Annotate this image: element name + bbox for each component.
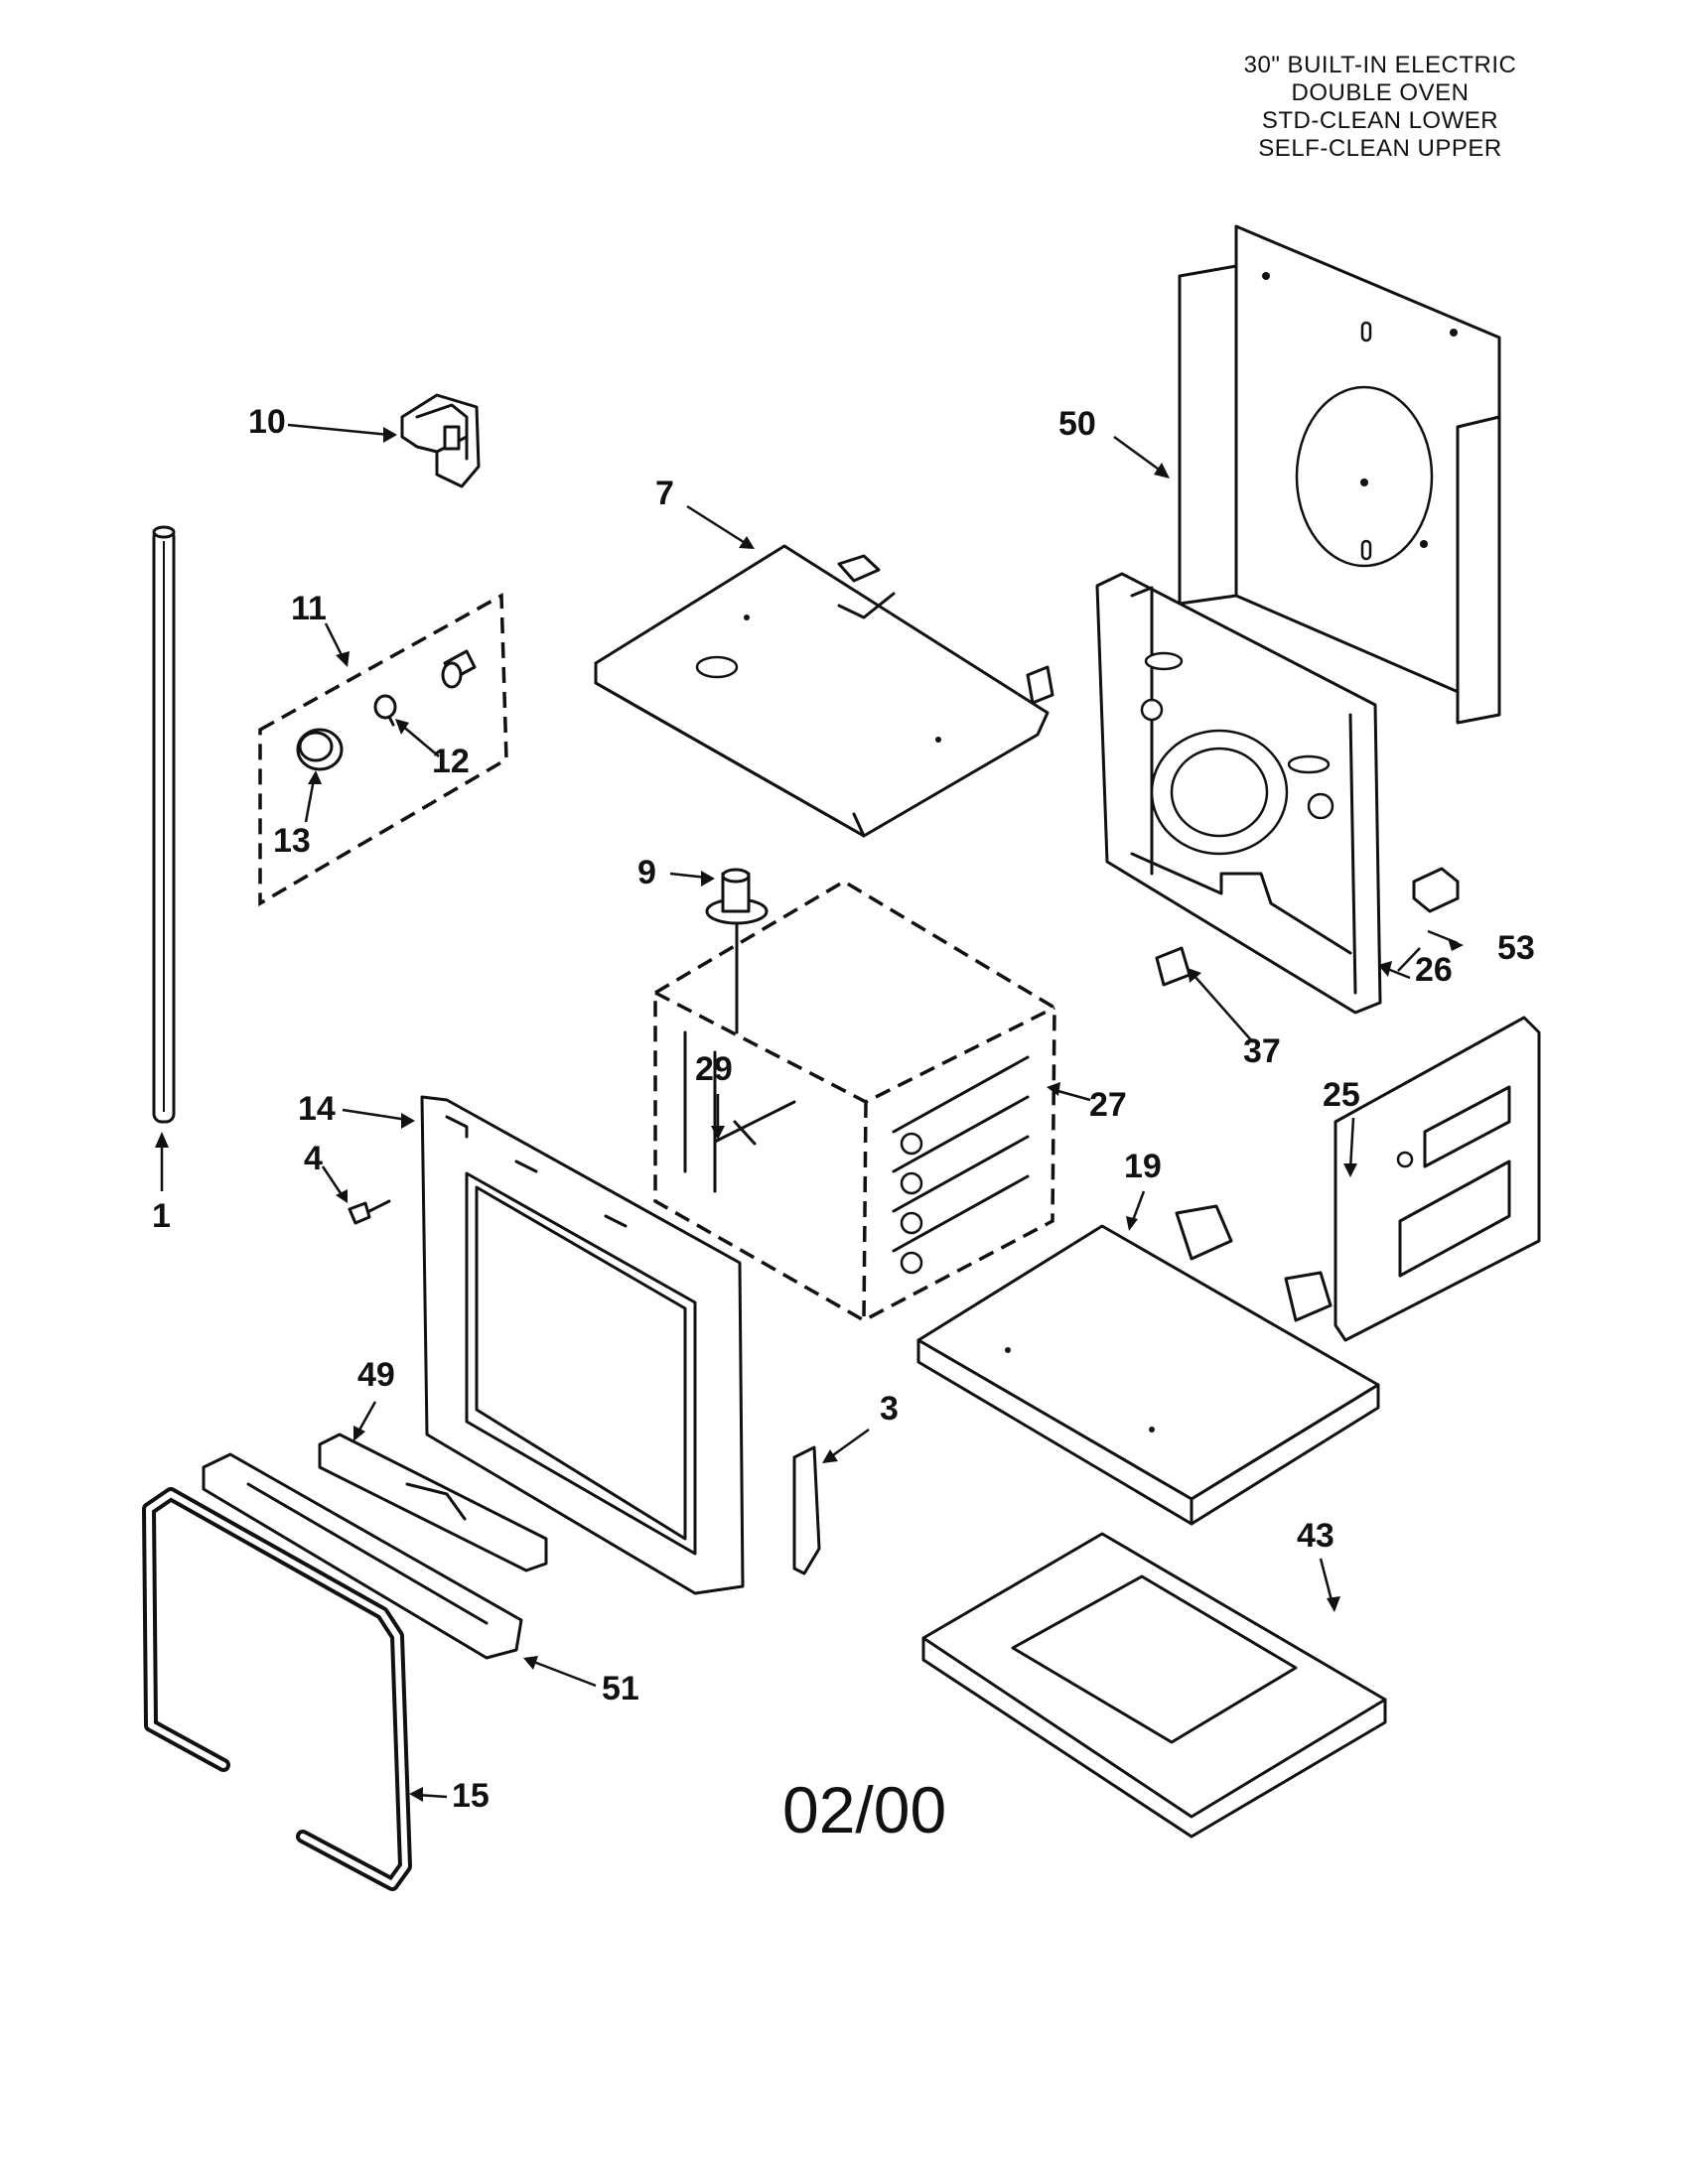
part-12-bulb xyxy=(373,694,397,727)
part-26-rear-frame xyxy=(1095,572,1382,1015)
part-label-12: 12 xyxy=(432,743,470,780)
part-53-clip xyxy=(1412,867,1460,913)
part-label-3: 3 xyxy=(880,1390,899,1428)
title-line-3: STD-CLEAN LOWER xyxy=(1261,107,1499,134)
part-label-1: 1 xyxy=(152,1197,171,1235)
part-1-rod xyxy=(152,525,176,1124)
part-label-43: 43 xyxy=(1297,1517,1334,1555)
part-label-9: 9 xyxy=(637,854,656,891)
part-10-bracket xyxy=(400,393,481,488)
part-label-50: 50 xyxy=(1058,405,1096,443)
part-label-25: 25 xyxy=(1323,1076,1360,1114)
part-15-gasket xyxy=(142,1487,412,1891)
part-19-shelf xyxy=(916,1204,1380,1526)
part-label-51: 51 xyxy=(602,1670,639,1707)
diagram-title: 30" BUILT-IN ELECTRIC DOUBLE OVEN STD-CL… xyxy=(1172,52,1589,163)
part-label-14: 14 xyxy=(298,1090,336,1128)
part-13-knob xyxy=(296,728,344,771)
part-label-7: 7 xyxy=(655,475,674,512)
title-line-4: SELF-CLEAN UPPER xyxy=(1258,135,1502,162)
date-code: 02/00 xyxy=(782,1773,947,1846)
part-7-top-panel xyxy=(594,544,1054,838)
part-11-kit xyxy=(258,593,508,907)
part-label-37: 37 xyxy=(1243,1032,1281,1070)
part-11-socket xyxy=(441,649,477,689)
title-line-2: DOUBLE OVEN xyxy=(1291,79,1470,106)
leader-arrows xyxy=(155,423,1464,1802)
part-27-oven-liner xyxy=(653,879,1056,1322)
part-label-11: 11 xyxy=(291,590,327,627)
part-37-connector xyxy=(1155,946,1192,987)
part-label-27: 27 xyxy=(1089,1086,1127,1124)
part-50-back-panel xyxy=(1178,224,1501,725)
part-label-13: 13 xyxy=(273,822,311,860)
part-label-53: 53 xyxy=(1497,929,1535,967)
part-label-15: 15 xyxy=(452,1777,490,1815)
part-4-screw xyxy=(348,1199,391,1225)
part-label-4: 4 xyxy=(304,1140,323,1177)
part-label-19: 19 xyxy=(1124,1148,1162,1185)
part-49-trim xyxy=(318,1433,548,1572)
title-line-1: 30" BUILT-IN ELECTRIC xyxy=(1243,52,1517,78)
part-label-10: 10 xyxy=(248,403,286,441)
part-14-front-frame xyxy=(420,1095,745,1595)
part-9-sensor xyxy=(705,868,769,1034)
part-label-49: 49 xyxy=(357,1356,395,1394)
part-label-26: 26 xyxy=(1415,951,1453,989)
part-51-vent-trim xyxy=(202,1452,523,1660)
part-25-side-panel xyxy=(1333,1016,1541,1342)
part-29-probe xyxy=(713,1100,796,1146)
part-label-29: 29 xyxy=(695,1050,733,1088)
part-43-tray xyxy=(921,1532,1387,1839)
part-3-bracket xyxy=(792,1445,821,1575)
